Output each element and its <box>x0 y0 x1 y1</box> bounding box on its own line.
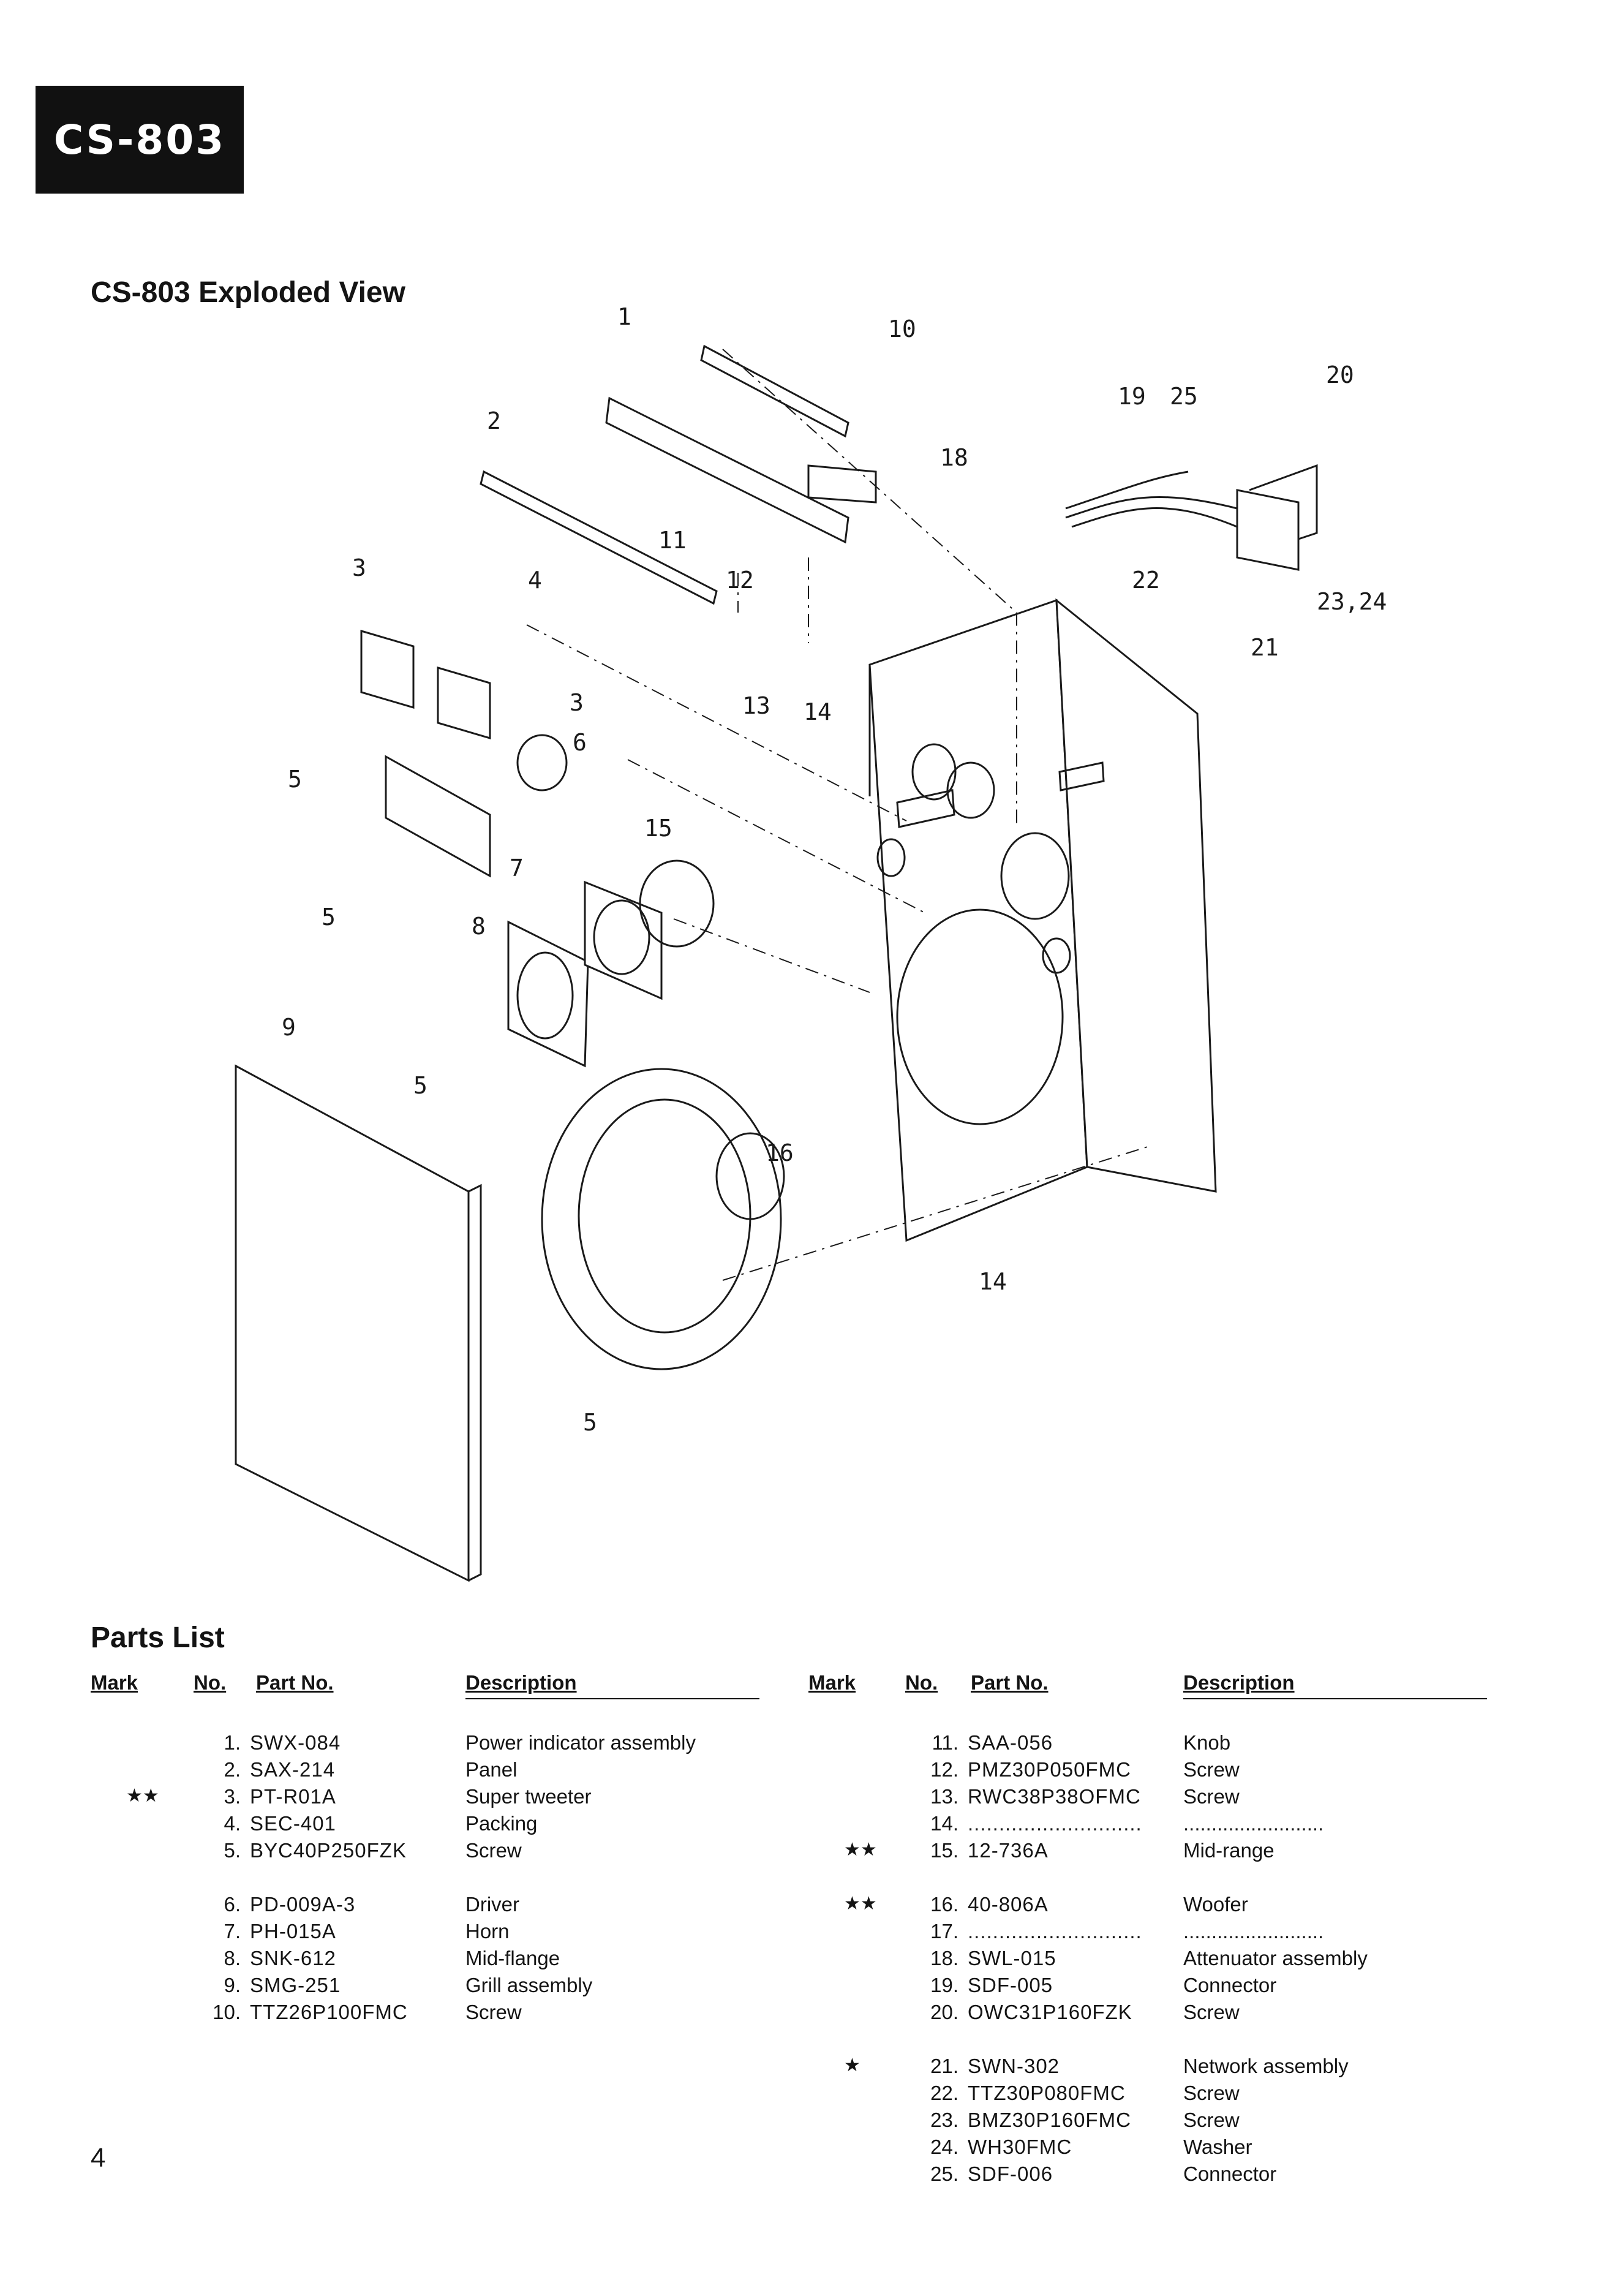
parts-list-right-column: Mark No. Part No. Description 11.SAA-056… <box>808 1671 1487 2187</box>
callout-5-a: 5 <box>288 766 302 793</box>
part-row: 14......................................… <box>930 1812 1324 1835</box>
callout-25: 25 <box>1170 383 1198 410</box>
cabinet-front <box>868 599 1088 1242</box>
callout-10: 10 <box>888 315 916 342</box>
callout-15: 15 <box>644 815 672 842</box>
model-badge: CS-803 <box>36 86 244 194</box>
callout-8: 8 <box>472 913 486 940</box>
callout-5-d: 5 <box>583 1409 597 1436</box>
header-no: No. <box>905 1671 938 1694</box>
callout-4: 4 <box>528 567 542 594</box>
callout-20: 20 <box>1326 361 1354 388</box>
callout-16: 16 <box>766 1139 794 1166</box>
header-mark: Mark <box>808 1671 856 1694</box>
page-number: 4 <box>91 2143 106 2173</box>
header-no: No. <box>194 1671 227 1694</box>
callout-9: 9 <box>282 1014 296 1041</box>
callout-2: 2 <box>487 407 501 434</box>
header-part-no: Part No. <box>971 1671 1049 1694</box>
parts-list-header: Mark No. Part No. Description <box>808 1671 1487 1702</box>
callout-22: 22 <box>1132 567 1160 594</box>
callout-23-24: 23,24 <box>1317 588 1387 615</box>
header-part-no: Part No. <box>256 1671 334 1694</box>
callout-21: 21 <box>1251 634 1279 661</box>
callout-11: 11 <box>658 527 687 554</box>
driver-part <box>516 734 568 791</box>
callout-12: 12 <box>726 567 754 594</box>
cabinet-side <box>1055 598 1217 1193</box>
parts-list-title: Parts List <box>91 1622 225 1654</box>
callout-1: 1 <box>617 303 631 330</box>
callout-3-top: 3 <box>352 554 366 581</box>
callout-14-bottom: 14 <box>979 1268 1007 1295</box>
callout-5-b: 5 <box>322 904 336 931</box>
header-rule <box>1183 1698 1487 1699</box>
callout-7: 7 <box>510 855 524 882</box>
callout-18: 18 <box>940 444 968 471</box>
callout-14-top: 14 <box>804 698 832 725</box>
woofer-cutout <box>896 908 1064 1125</box>
callout-5-c: 5 <box>413 1072 427 1099</box>
exploded-view-diagram: 1 10 2 18 19 25 20 11 12 13 22 23,24 21 … <box>235 303 1387 1582</box>
callout-19: 19 <box>1118 383 1146 410</box>
callout-3-lower: 3 <box>570 689 584 716</box>
grill-panel <box>235 1064 470 1582</box>
header-description: Description <box>1183 1671 1295 1694</box>
callout-13: 13 <box>742 692 770 719</box>
header-mark: Mark <box>91 1671 138 1694</box>
header-description: Description <box>465 1671 577 1694</box>
header-rule <box>465 1698 759 1699</box>
figure-title: CS-803 Exploded View <box>91 276 405 309</box>
callout-6: 6 <box>573 729 587 756</box>
parts-list-header: Mark No. Part No. Description <box>91 1671 759 1702</box>
panel-part <box>480 470 718 605</box>
part-row: 17......................................… <box>930 1920 1324 1943</box>
